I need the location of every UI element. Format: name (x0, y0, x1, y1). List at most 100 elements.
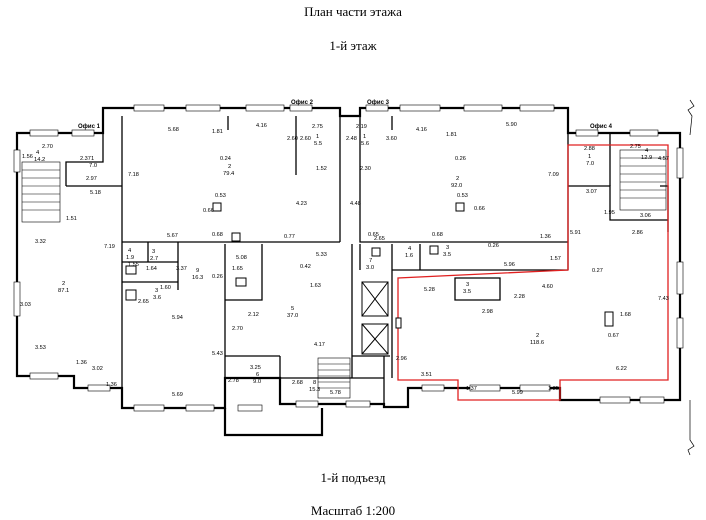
office-4-outline (397, 144, 669, 401)
dimension: 0.53 (457, 193, 468, 199)
room-number: 2 (62, 281, 65, 287)
dimension: 2.68 (292, 380, 303, 386)
office-4-label: Офис 4 (590, 123, 613, 130)
room-number: 2 (228, 164, 231, 170)
room-number: 4 (645, 148, 649, 154)
room-number: 7 (369, 258, 372, 264)
room-number: 1 (363, 134, 366, 140)
room-area: 5.6 (361, 141, 369, 147)
office-1-label: Офис 1 (78, 123, 101, 130)
room-area: 7.0 (586, 161, 594, 167)
dimension: 2.65 (374, 236, 385, 242)
dimension: 7.43 (658, 296, 669, 302)
room-number: 1 (588, 154, 591, 160)
floor-label: 1-й этаж (329, 38, 377, 53)
dimension: 2.78 (228, 378, 239, 384)
dimension: 2.75 (630, 144, 641, 150)
dimension: 2.37 (80, 156, 91, 162)
dimension: 3.37 (176, 266, 187, 272)
dimension: 2.60 (287, 136, 298, 142)
plan-title: План части этажа (304, 4, 402, 19)
dimension: 1.64 (146, 266, 157, 272)
dimension: 1.56 (22, 154, 33, 160)
dimension: 5.33 (316, 252, 327, 258)
room-number: 4 (408, 246, 412, 252)
dimension: 2.70 (42, 144, 53, 150)
dimension: 5.91 (570, 230, 581, 236)
dimension: 2.70 (232, 326, 243, 332)
dimension: 2.97 (86, 176, 97, 182)
dimension: 6.22 (616, 366, 627, 372)
room-number: 1 (316, 134, 319, 140)
room-number: 3 (152, 249, 155, 255)
elevator-shafts (361, 281, 389, 355)
room-area: 12.9 (641, 155, 652, 161)
dimension: 1.95 (604, 210, 615, 216)
office-2-label: Офис 2 (291, 99, 314, 106)
dimension: 5.08 (236, 255, 247, 261)
dimension: 1.68 (620, 312, 631, 318)
dimension: 3.51 (421, 372, 432, 378)
room-area: 87.1 (58, 288, 69, 294)
room-area: 2.7 (150, 256, 158, 262)
dimension: 2.28 (514, 294, 525, 300)
room-area: 9.0 (253, 379, 261, 385)
dimension: 5.96 (504, 262, 515, 268)
room-area: 79.4 (223, 171, 235, 177)
room-area: 16.3 (192, 275, 203, 281)
dimension: 5.28 (424, 287, 435, 293)
columns (125, 202, 614, 329)
dimension: 1.55 (128, 262, 139, 268)
dimension: 1.57 (550, 256, 561, 262)
room-area: 37.0 (287, 313, 298, 319)
room-area: 92.0 (451, 183, 462, 189)
entrance-label: 1-й подъезд (320, 470, 386, 485)
dimension: 3.53 (35, 345, 46, 351)
dimension: 5.94 (172, 315, 183, 321)
dimension: 2.98 (482, 309, 493, 315)
dimension: 0.68 (212, 232, 223, 238)
room-area: 7.0 (89, 163, 97, 169)
office-3-label: Офис 3 (367, 99, 390, 106)
room-number: 3 (155, 288, 158, 294)
stairs-left (21, 161, 61, 223)
room-area: 14.2 (34, 157, 45, 163)
dimension: 5.68 (168, 127, 179, 133)
dimension: 0.66 (474, 206, 485, 212)
room-area: 3.0 (366, 265, 374, 271)
dimension: 5.67 (167, 233, 178, 239)
room-number: 4 (36, 150, 40, 156)
room-number: 3 (466, 282, 469, 288)
windows (13, 104, 684, 412)
dimension: 2.12 (248, 312, 259, 318)
dimension: 3.02 (92, 366, 103, 372)
dimension: 4.57 (658, 156, 669, 162)
dimension: 0.67 (608, 333, 619, 339)
dimension: 0.26 (212, 274, 223, 280)
dimension: 1.35 (548, 386, 559, 392)
dimension: 3.06 (640, 213, 651, 219)
dimension: 4.23 (296, 201, 307, 207)
stairs-right (619, 149, 667, 211)
dimension: 5.18 (90, 190, 101, 196)
dimension: 3.60 (386, 136, 397, 142)
dimension: 1.36 (540, 234, 551, 240)
room-area: 1.9 (126, 255, 134, 261)
dimension: 0.65 (368, 232, 379, 238)
dimension: 0.68 (432, 232, 443, 238)
dimension: 5.43 (212, 351, 223, 357)
room-area: 15.3 (309, 387, 320, 393)
room-number: 4 (128, 248, 132, 254)
dimension: 2.30 (360, 166, 371, 172)
dimension: 2.19 (356, 124, 367, 130)
dimension: 4.16 (416, 127, 427, 133)
dimension: 1.60 (160, 285, 171, 291)
dimension: 1.63 (310, 283, 321, 289)
room-number: 9 (196, 268, 199, 274)
dimension: 2.86 (632, 230, 643, 236)
dimension: 3.32 (35, 239, 46, 245)
dimension: 4.17 (314, 342, 325, 348)
room-area: 5.5 (314, 141, 322, 147)
room-area: 3.6 (153, 295, 161, 301)
